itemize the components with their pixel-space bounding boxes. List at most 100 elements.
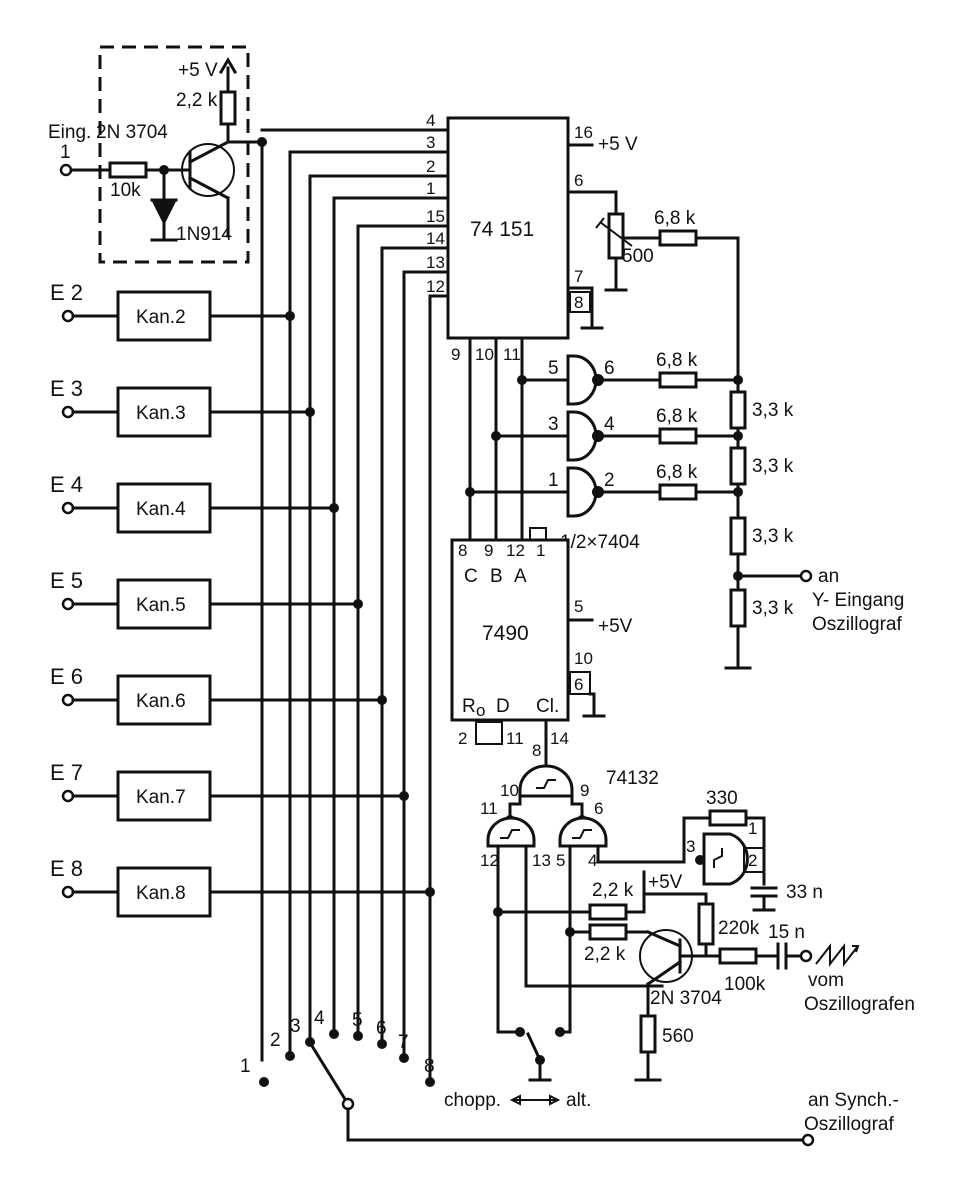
- mux-pin-13: 13: [426, 253, 445, 272]
- counter-supply-label: +5V: [598, 616, 633, 637]
- sync-out-terminal: [801, 1133, 815, 1147]
- mux-pin-9: 9: [451, 345, 460, 364]
- mux-ground-icon: [580, 310, 604, 330]
- gate-series-resistor-label: 6,8 k: [656, 406, 698, 427]
- selector-contact-2[interactable]: [285, 1051, 295, 1061]
- selector-wiper[interactable]: [309, 1043, 351, 1107]
- sweep-right-wire: [558, 844, 572, 1034]
- schmitt-74132: 74132 8 10 9 11 12 13 6 5 4 3 1 2 330 33…: [480, 741, 823, 912]
- channel-terminal-label: E 5: [50, 568, 83, 593]
- counter-label-a: A: [514, 566, 527, 587]
- channel-terminal-label: E 3: [50, 376, 83, 401]
- schmitt-pin-11: 11: [480, 799, 498, 818]
- mode-switch-ground-icon: [528, 1058, 552, 1082]
- input-transistor-label: 2N 3704: [96, 122, 168, 143]
- input-terminal-pin: 1: [60, 142, 71, 163]
- input-base-resistor: [108, 161, 148, 179]
- gate-in-pin: 5: [548, 358, 559, 379]
- schmitt-chip-label: 74132: [606, 768, 659, 789]
- selector-contact-5[interactable]: [353, 1031, 363, 1041]
- channel-terminal-label: E 2: [50, 280, 83, 305]
- selector-position-label: 4: [314, 1008, 325, 1029]
- counter-pin1-link: [529, 527, 547, 540]
- sync-out-wire: [346, 1107, 804, 1142]
- input-base-resistor-label: 10k: [110, 180, 141, 201]
- osc-feedback-resistor: [708, 809, 748, 827]
- channel-box-label: Kan.2: [136, 307, 186, 328]
- mux-pin-14: 14: [426, 229, 445, 248]
- schmitt-pin-9: 9: [580, 781, 589, 800]
- inverter-bubble: [592, 486, 604, 498]
- osc-feedback-label: 330: [706, 788, 738, 809]
- sweep-bias-label: 220k: [718, 918, 760, 939]
- selector-contact-7[interactable]: [399, 1053, 409, 1063]
- mux-pin6-wire: [566, 190, 618, 216]
- gate-chip-label: 1/2×7404: [560, 532, 640, 553]
- schmitt-pin-10: 10: [500, 781, 519, 800]
- mux-out-to-ladder: [694, 236, 740, 382]
- osc-pin-2: 2: [748, 851, 757, 870]
- schmitt-pin-5: 5: [556, 851, 565, 870]
- mux-pin-1: 1: [426, 179, 435, 198]
- mux-pin-2: 2: [426, 157, 435, 176]
- y-input-label-3: Oszillograf: [812, 614, 902, 635]
- inverter-gate-body: [566, 466, 598, 518]
- osc-hysteresis-icon: [713, 848, 723, 868]
- mux-pin-8: 8: [574, 293, 583, 312]
- sweep-mid-wire: [524, 844, 664, 988]
- gate-out-pin: 2: [604, 470, 615, 491]
- sweep-resistor-wires: [496, 910, 650, 934]
- schmitt-pin-12: 12: [480, 851, 499, 870]
- counter-pin-10: 10: [574, 649, 593, 668]
- input-transistor-leads: [187, 139, 231, 224]
- schmitt-hysteresis-icon: [536, 779, 556, 789]
- ladder-resistor-4: [729, 588, 747, 628]
- sweep-transistor-leads: [645, 930, 683, 987]
- counter-label-d: D: [496, 696, 510, 717]
- input-diode-label: 1N914: [176, 224, 232, 245]
- sweep-base-wire: [678, 942, 722, 958]
- gate-in-pin: 3: [548, 414, 559, 435]
- mux-out-resistor-label: 6,8 k: [654, 208, 696, 229]
- sawtooth-icon: [815, 943, 860, 967]
- mux-chip: [446, 116, 570, 340]
- counter-top-pin-8: 8: [458, 541, 467, 560]
- inverter-gate-body: [566, 410, 598, 462]
- channel-box-label: Kan.4: [136, 499, 186, 520]
- channel-box: [116, 578, 212, 630]
- counter-label-b: B: [490, 566, 503, 587]
- ladder-resistor-label: 3,3 k: [752, 400, 794, 421]
- counter-reset-box: [475, 721, 503, 745]
- channel-box-label: Kan.6: [136, 691, 186, 712]
- pot-arrow-icon: [595, 217, 633, 247]
- gate-series-resistor-label: 6,8 k: [656, 350, 698, 371]
- selector-position-label: 1: [240, 1056, 251, 1077]
- sweep-left-wire: [496, 844, 522, 1034]
- inverter-gate-body: [566, 354, 598, 406]
- mux-pin7-wire: [566, 286, 594, 314]
- input-supply-arrow-icon: [218, 57, 238, 75]
- selector-contact-8[interactable]: [425, 1077, 435, 1087]
- mux-pin-16: 16: [574, 123, 593, 142]
- selector-contact-6[interactable]: [377, 1039, 387, 1049]
- sweep-emitter-resistor: [639, 1014, 657, 1054]
- channel-terminal-label: E 4: [50, 472, 83, 497]
- selector-contact-4[interactable]: [329, 1029, 339, 1039]
- schmitt-right-hysteresis-icon: [572, 829, 592, 839]
- gate-series-resistor: [658, 371, 698, 389]
- counter-chip-label: 7490: [482, 622, 529, 645]
- selector-contact-1[interactable]: [259, 1077, 269, 1087]
- schmitt-pin-6: 6: [594, 799, 603, 818]
- ladder-resistor-label: 3,3 k: [752, 456, 794, 477]
- sweep-resistor-2-label: 2,2 k: [584, 944, 626, 965]
- osc-feedback-wire: [682, 816, 766, 886]
- mux-pin-6: 6: [574, 171, 583, 190]
- y-input-label-1: an: [818, 566, 839, 587]
- selector-position-label: 6: [376, 1018, 387, 1039]
- mux-pin-10: 10: [475, 345, 494, 364]
